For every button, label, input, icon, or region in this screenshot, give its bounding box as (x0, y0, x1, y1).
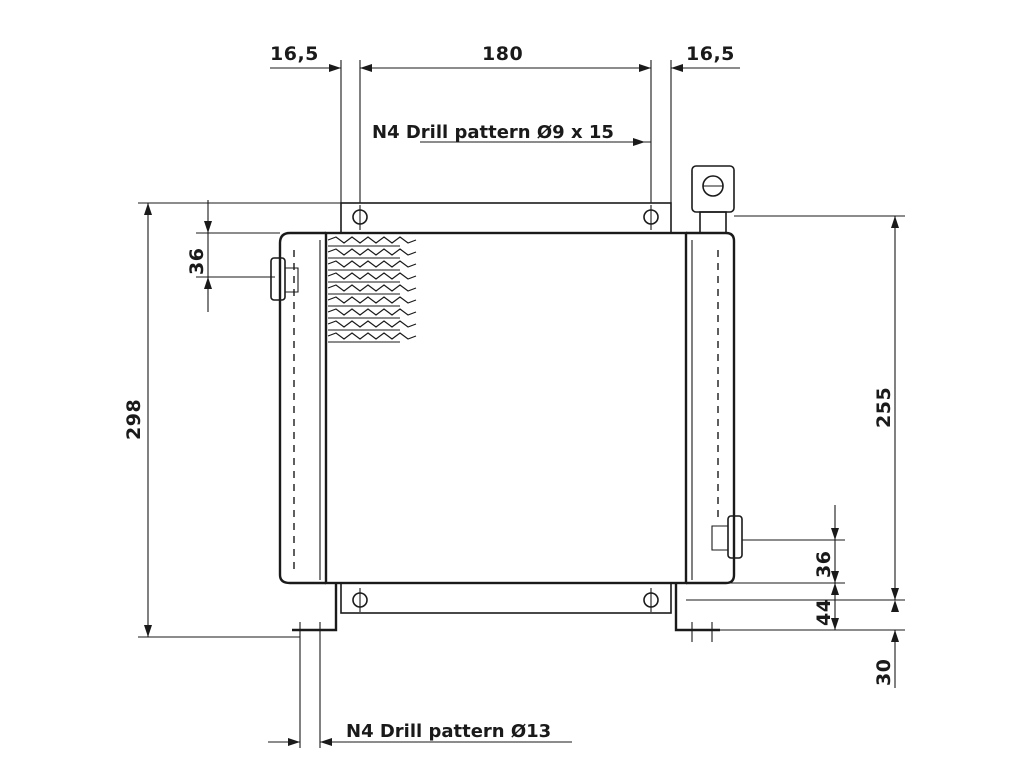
bottom-mounting-bracket (292, 582, 720, 642)
bottom-drill-note: N4 Drill pattern Ø13 (346, 721, 551, 742)
cooler-body (278, 231, 736, 585)
cooling-fins (327, 236, 417, 343)
inlet-port (270, 257, 299, 301)
right-dimension-lines (686, 215, 905, 688)
dim-right-port-offset: 36 (813, 551, 835, 578)
left-dimension-lines (138, 200, 341, 638)
dim-top-span: 180 (482, 43, 523, 65)
outlet-port (711, 515, 743, 559)
dim-right-height: 255 (873, 387, 895, 428)
top-dimension-lines (270, 60, 740, 203)
dim-top-left-offset: 16,5 (270, 43, 319, 65)
dim-right-bottom-offset: 30 (873, 659, 895, 686)
dim-left-fin-pitch: 36 (186, 248, 208, 275)
dim-top-right-offset: 16,5 (686, 43, 735, 65)
dim-left-total-height: 298 (123, 399, 145, 440)
top-fitting (691, 165, 735, 234)
top-drill-note: N4 Drill pattern Ø9 x 15 (372, 122, 614, 143)
dim-right-foot-offset: 44 (813, 599, 835, 626)
top-mounting-bracket (340, 202, 672, 234)
bottom-dimension-lines (268, 642, 572, 748)
